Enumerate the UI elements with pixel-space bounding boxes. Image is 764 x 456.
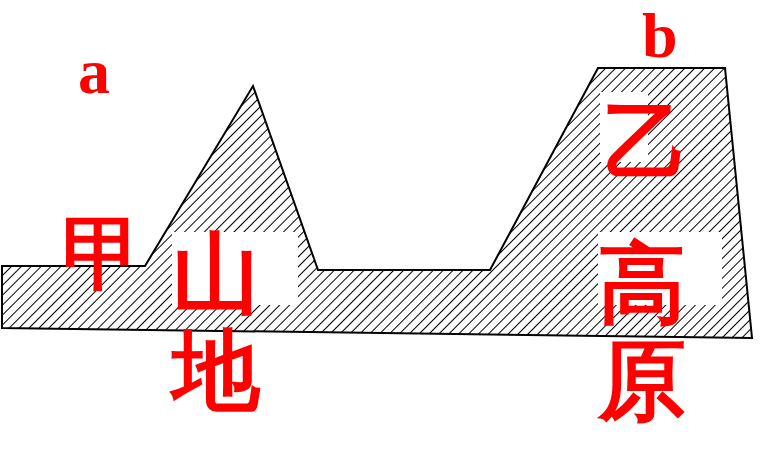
place-name: 甲: [62, 214, 142, 294]
landform-name: 高原: [598, 236, 686, 430]
point-letter: b: [642, 4, 678, 68]
point-letter: a: [78, 40, 110, 104]
landform-name: 山地: [172, 226, 260, 420]
place-name: 乙: [604, 100, 688, 184]
